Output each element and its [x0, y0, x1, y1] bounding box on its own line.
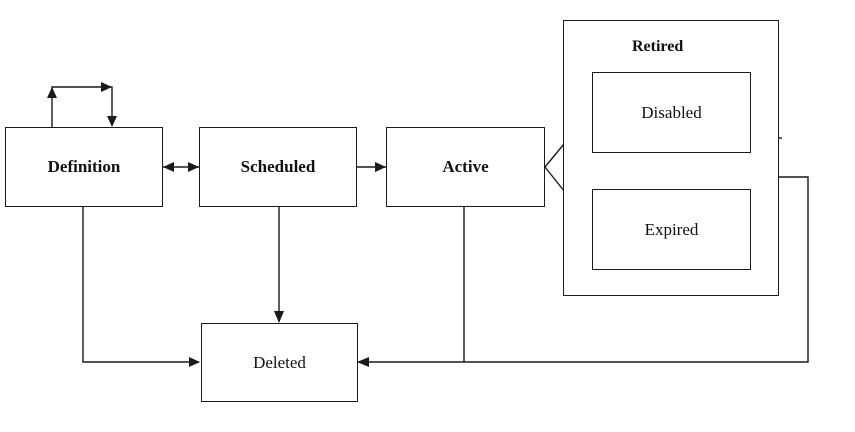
retired-group-title: Retired — [632, 38, 684, 55]
definition-scheduled-arrow — [163, 162, 199, 172]
state-disabled-label: Disabled — [641, 102, 702, 122]
scheduled-deleted-arrow — [274, 207, 284, 323]
definition-deleted-arrow — [82, 207, 200, 367]
state-scheduled-label: Scheduled — [240, 157, 316, 176]
state-expired: Expired — [592, 189, 751, 270]
state-definition-label: Definition — [47, 157, 121, 176]
state-deleted-label: Deleted — [253, 352, 306, 372]
state-active: Active — [386, 127, 545, 207]
state-expired-label: Expired — [644, 219, 699, 239]
state-definition: Definition — [5, 127, 163, 207]
state-active-label: Active — [442, 157, 489, 176]
retired-deleted-arrow — [357, 137, 809, 367]
state-disabled: Disabled — [592, 72, 751, 153]
definition-self-loop-arrow — [47, 82, 117, 127]
state-scheduled: Scheduled — [199, 127, 357, 207]
state-deleted: Deleted — [201, 323, 358, 402]
scheduled-active-arrow — [357, 162, 386, 172]
